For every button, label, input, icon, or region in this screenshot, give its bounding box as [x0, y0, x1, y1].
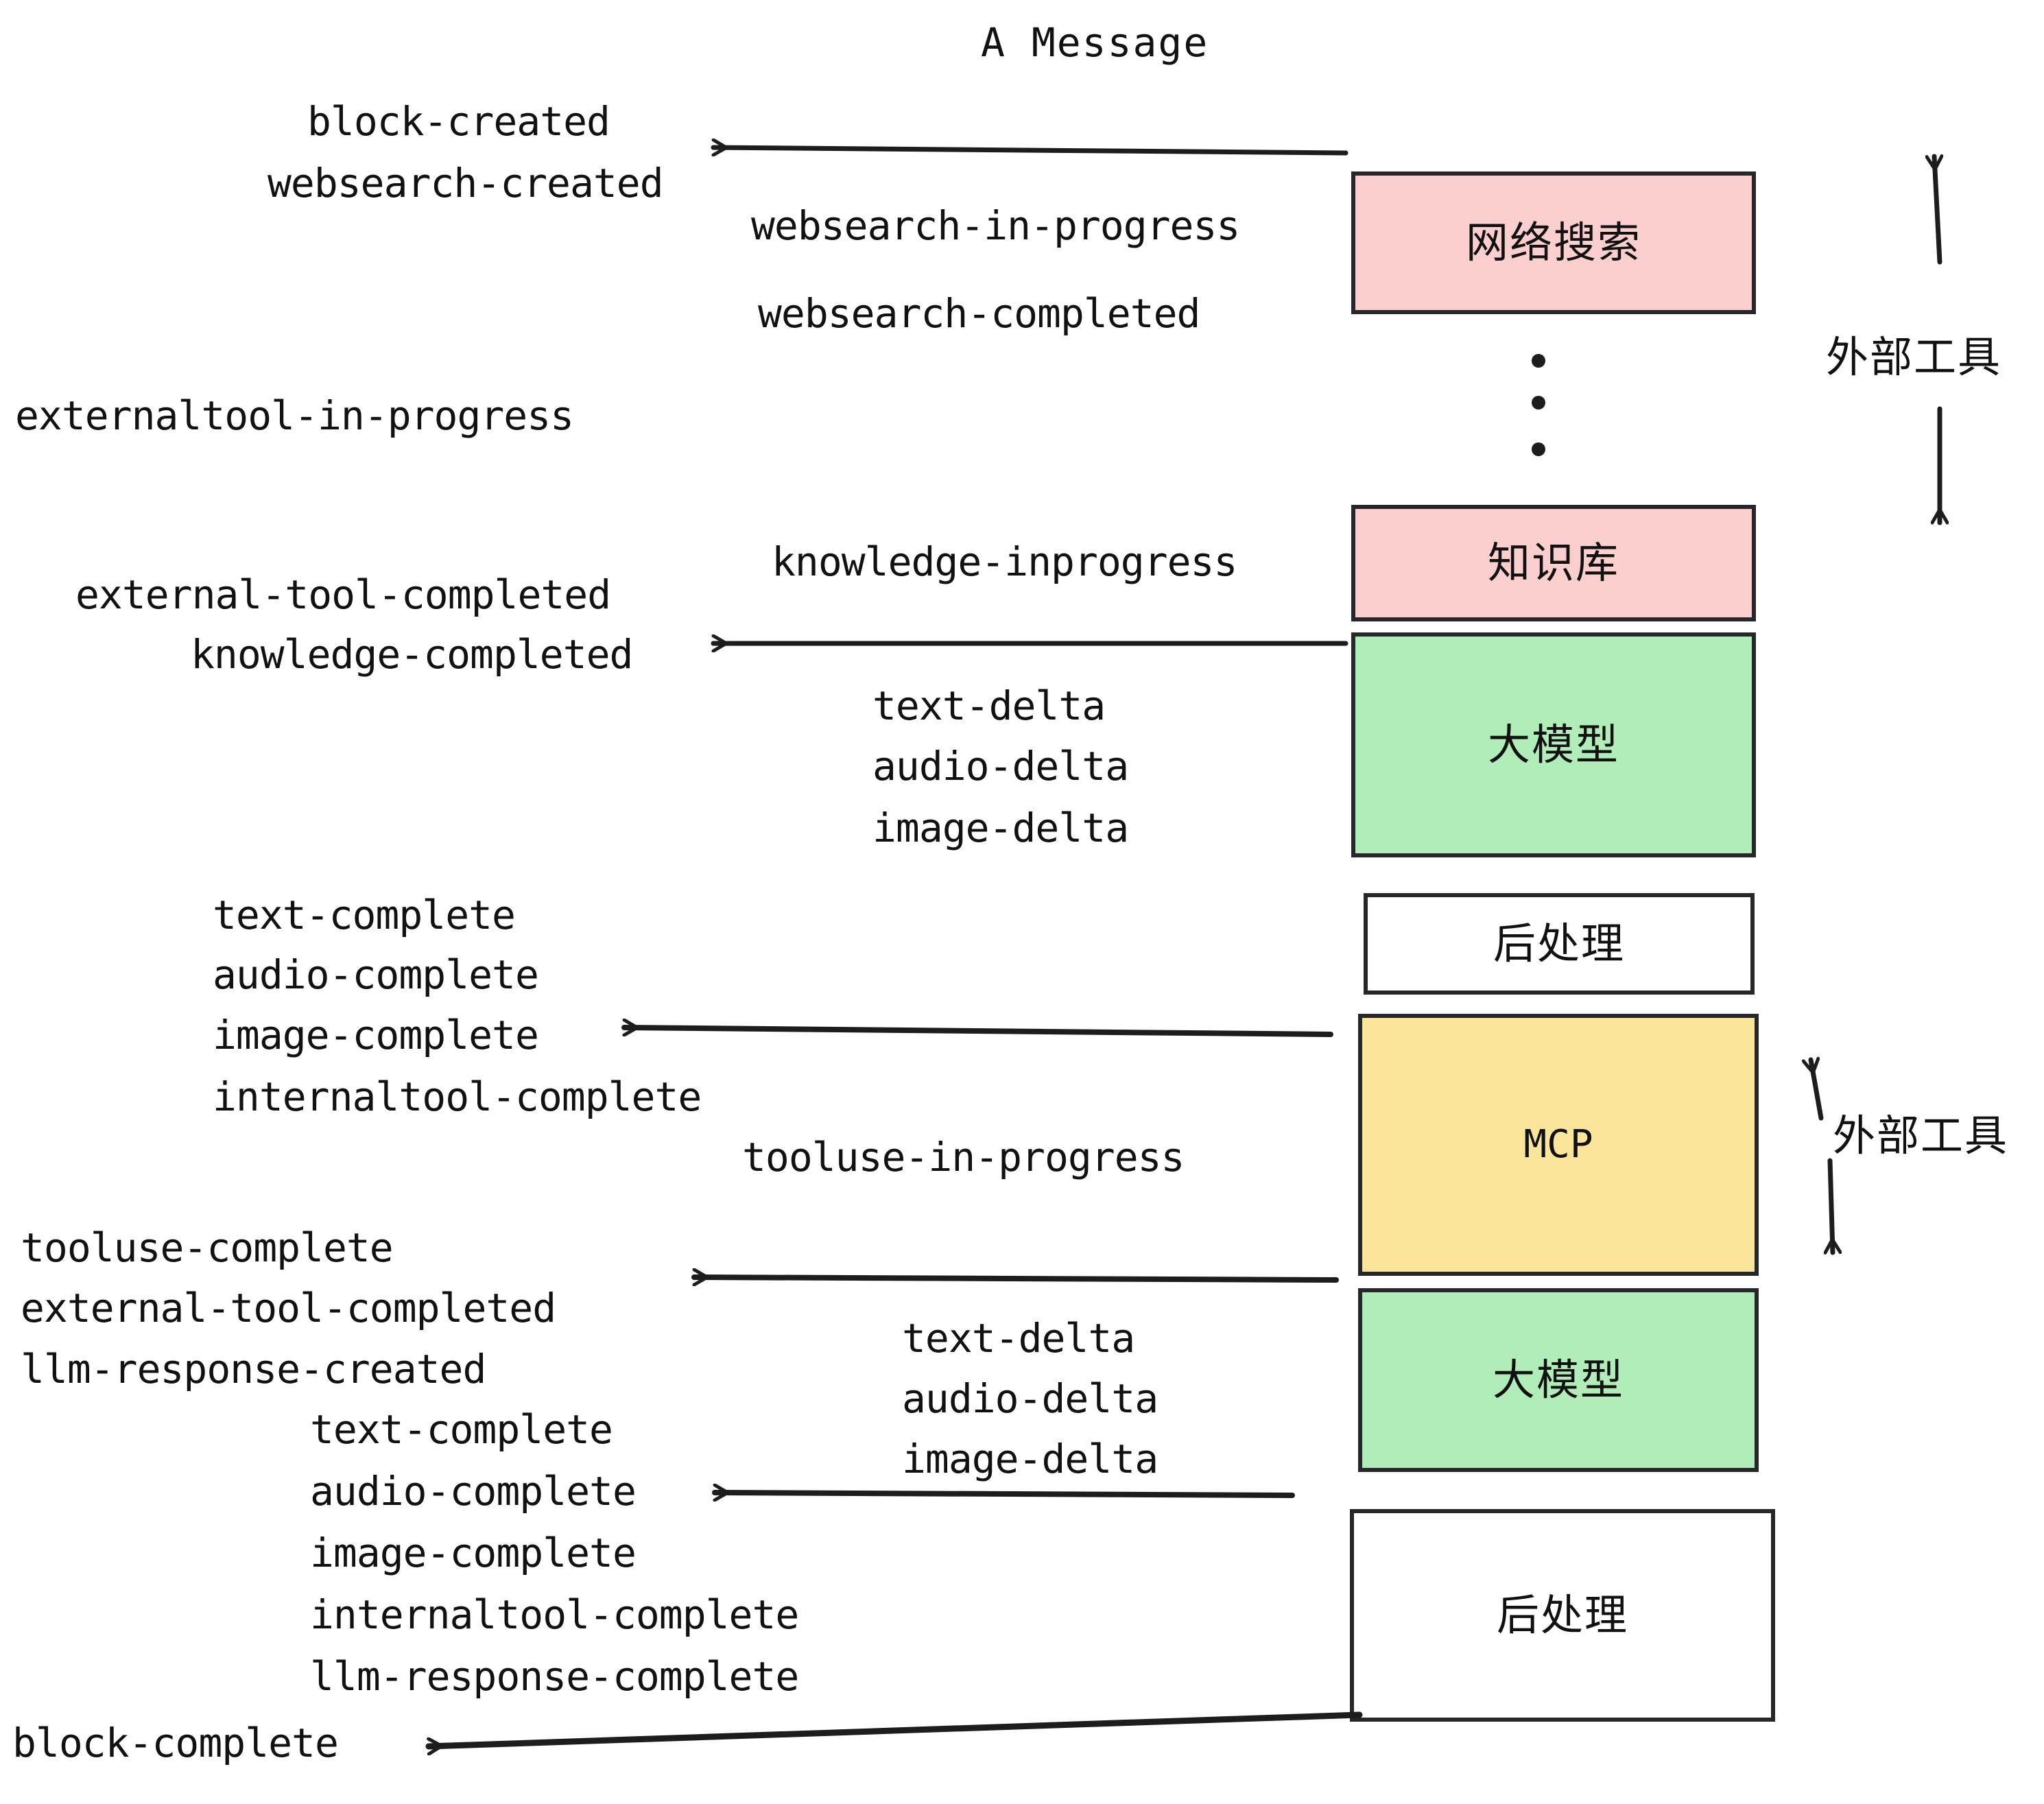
event-label-text-complete-2: text-complete — [310, 1406, 613, 1453]
component-box-label: 知识库 — [1487, 538, 1619, 588]
side-label-external-tool-bottom: 外部工具 — [1833, 1111, 2009, 1161]
event-label-image-complete-2: image-complete — [310, 1530, 637, 1576]
component-box-label: 后处理 — [1493, 918, 1625, 969]
component-box-label: 网络搜索 — [1465, 217, 1641, 268]
event-label-tooluse-complete: tooluse-complete — [21, 1224, 394, 1271]
event-label-external-tool-completed-1: external-tool-completed — [75, 571, 611, 618]
side-label-external-tool-top: 外部工具 — [1826, 332, 2002, 382]
component-box-label: MCP — [1523, 1122, 1593, 1167]
page-title: A Message — [981, 19, 1209, 66]
arrow-external-tool-top-up — [1934, 154, 1940, 265]
component-box-postprocess-1[interactable]: 后处理 — [1364, 893, 1755, 995]
event-label-websearch-completed: websearch-completed — [758, 290, 1200, 337]
event-label-audio-delta-2: audio-delta — [902, 1375, 1158, 1422]
event-label-websearch-in-progress: websearch-in-progress — [751, 202, 1240, 249]
event-label-tooluse-in-progress: tooluse-in-progress — [742, 1134, 1185, 1180]
component-box-label: 大模型 — [1492, 1355, 1624, 1405]
event-label-llm-response-complete: llm-response-complete — [310, 1653, 799, 1700]
event-label-audio-complete-2: audio-complete — [310, 1468, 637, 1515]
arrow-llm2-to-events — [712, 1493, 1295, 1495]
arrow-mcp-to-events — [691, 1277, 1339, 1280]
component-box-llm-1[interactable]: 大模型 — [1351, 632, 1756, 857]
event-label-audio-complete-1: audio-complete — [213, 951, 539, 998]
event-label-image-delta-2: image-delta — [902, 1436, 1158, 1482]
event-label-image-complete-1: image-complete — [213, 1012, 539, 1058]
component-box-label: 后处理 — [1496, 1590, 1628, 1640]
arrow-external-tool-bottom-up — [1811, 1060, 1824, 1121]
ellipsis-dot — [1532, 354, 1545, 368]
event-label-knowledge-inprogress: knowledge-inprogress — [772, 538, 1237, 585]
arrow-websearch-to-events — [711, 147, 1348, 153]
event-label-text-delta-1: text-delta — [872, 683, 1106, 729]
component-box-knowledge[interactable]: 知识库 — [1351, 505, 1756, 621]
component-box-label: 大模型 — [1487, 720, 1619, 770]
event-label-image-delta-1: image-delta — [872, 805, 1129, 851]
event-label-llm-response-created: llm-response-created — [21, 1346, 486, 1392]
event-label-text-complete-1: text-complete — [213, 892, 516, 938]
event-label-internaltool-complete-1: internaltool-complete — [213, 1073, 702, 1120]
event-label-text-delta-2: text-delta — [902, 1315, 1135, 1362]
event-label-audio-delta-1: audio-delta — [872, 743, 1129, 790]
component-box-mcp[interactable]: MCP — [1358, 1014, 1759, 1276]
component-box-postprocess-2[interactable]: 后处理 — [1350, 1509, 1775, 1722]
component-box-websearch[interactable]: 网络搜索 — [1351, 171, 1756, 314]
event-label-externaltool-in-progress: externaltool-in-progress — [15, 392, 574, 439]
ellipsis-dot — [1532, 396, 1545, 410]
arrow-postprocess1-to-events — [621, 1028, 1333, 1037]
event-label-external-tool-completed-2: external-tool-completed — [21, 1285, 556, 1331]
arrow-postprocess2-to-block-complete — [425, 1711, 1363, 1746]
event-label-block-created: block-created — [307, 98, 610, 145]
event-label-block-complete: block-complete — [12, 1720, 339, 1766]
event-label-internaltool-complete-2: internaltool-complete — [310, 1591, 799, 1638]
event-label-websearch-created: websearch-created — [268, 160, 664, 206]
event-label-knowledge-completed: knowledge-completed — [191, 631, 633, 678]
ellipsis-dot — [1532, 442, 1545, 456]
component-box-llm-2[interactable]: 大模型 — [1358, 1288, 1759, 1472]
arrow-external-tool-bottom-down — [1830, 1158, 1833, 1255]
